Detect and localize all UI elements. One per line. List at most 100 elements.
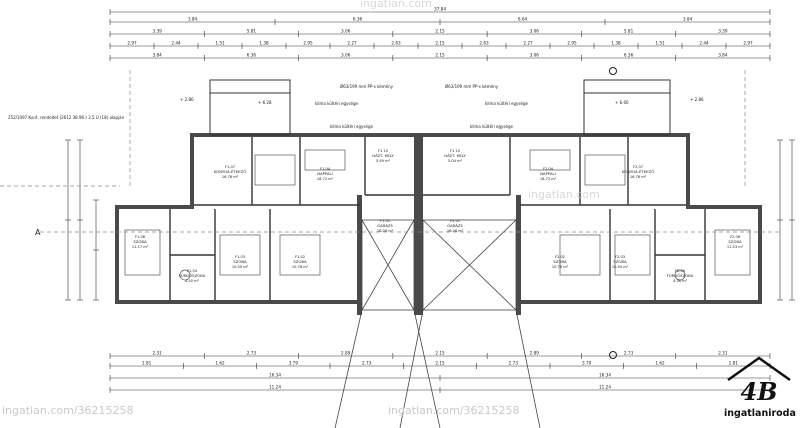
dim-bottom-row2-label: 2.73 — [509, 361, 519, 366]
dim-top-row4-label: 3.84 — [718, 53, 728, 58]
room-name: KONYHA-ÉTKEZŐ — [622, 169, 654, 174]
house-roof-icon — [727, 356, 791, 382]
room-id: F1.06 — [135, 235, 146, 239]
garage-right-wall — [516, 195, 521, 315]
dim-top-row3-label: 2.27 — [523, 41, 533, 46]
room-area: 4.38 m² — [673, 279, 688, 283]
dim-top-row3-label: 2.44 — [699, 41, 709, 46]
brand-logo: 4B — [727, 356, 791, 406]
room-name: HÁZT. HELY — [444, 153, 466, 158]
dim-bottom-row2-label: 1.81 — [729, 361, 739, 366]
dim-bottom-row1-label: 2.15 — [435, 351, 445, 356]
dim-bottom-row3-label: 16.34 — [599, 373, 611, 378]
dim-top-row4-label: 3.84 — [152, 53, 162, 58]
dim-top-row3-label: 2.63 — [391, 41, 401, 46]
dim-top-row3-label: 2.97 — [127, 41, 137, 46]
dim-top-row4-label: 6.36 — [247, 53, 257, 58]
klima-note-right-b: klíma kültéri egysége — [470, 124, 514, 129]
room-area: 18.72 m² — [317, 177, 334, 181]
dim-top-row3-label: 2.97 — [743, 41, 753, 46]
dim-bottom-row2-label: 3.79 — [289, 361, 299, 366]
dim-top-row3-label: 1.51 — [215, 41, 225, 46]
room-area: 11.17 m² — [132, 245, 149, 249]
room-name: SZOBA — [728, 239, 742, 244]
dim-bottom-row1-label: 2.31 — [718, 351, 728, 356]
dim-bottom-row2-label: 2.73 — [362, 361, 372, 366]
watermark-faint-top: ingatlan.com — [360, 0, 432, 10]
level-top-right: + 6.60 — [615, 100, 629, 105]
room-name: HÁZT. HELY — [372, 153, 394, 158]
room-name: SZOBA — [133, 239, 147, 244]
section-marker-top — [609, 67, 617, 75]
level-left: + 2.86 — [180, 97, 194, 102]
room-area: 11.53 m² — [727, 245, 744, 249]
room-name: KONYHA-ÉTKEZŐ — [214, 169, 246, 174]
logo-mark: 4B — [741, 377, 778, 406]
room-name: SZOBA — [613, 259, 627, 264]
room-id: F2.07 — [633, 165, 643, 169]
dim-top-row3-label: 1.38 — [611, 41, 621, 46]
room-id: F1.03 — [235, 255, 245, 259]
dim-top-row3-label: 2.27 — [347, 41, 357, 46]
dim-top-row1-label: 6.64 — [518, 17, 528, 22]
dim-bottom-row1-label: 2.73 — [247, 351, 257, 356]
room-area: 18.72 m² — [540, 177, 557, 181]
dim-top-row2-label: 3.39 — [152, 29, 162, 34]
klima-note-right-a: klíma kültéri egysége — [485, 101, 529, 106]
level-top-left: + 6.28 — [258, 100, 272, 105]
section-markers: A — [35, 67, 617, 359]
dim-bottom-row4-label: 11.24 — [269, 385, 281, 390]
dim-top-row1-label: 3.84 — [188, 17, 198, 22]
section-marker-bottom — [609, 351, 617, 359]
room-name: GARÁZS — [377, 223, 393, 228]
dim-bottom-row4-label: 11.24 — [599, 385, 611, 390]
dim-bottom-row3-label: 16.34 — [269, 373, 281, 378]
dim-bottom-row1-label: 2.31 — [152, 351, 162, 356]
room-name: SZOBA — [293, 259, 307, 264]
dim-top-row3-label: 2.95 — [567, 41, 577, 46]
upper-wall-right — [686, 133, 690, 205]
room-area: 16.78 m² — [630, 175, 647, 179]
watermark-faint-plan: ingatlan.com — [528, 188, 600, 201]
room-name: SZOBA — [233, 259, 247, 264]
upper-wall-left — [190, 133, 690, 205]
dim-top-row3-label: 2.15 — [435, 41, 445, 46]
room-area: 16.08 m² — [447, 229, 464, 233]
room-id: F2.01 — [450, 219, 460, 223]
room-id: F1.04 — [320, 167, 331, 171]
dim-bottom-row2-label: 3.79 — [582, 361, 592, 366]
klima-note-left-b: klíma kültéri egysége — [330, 124, 374, 129]
room-area: 5.04 m² — [448, 159, 463, 163]
dim-top-row2-label: 3.39 — [718, 29, 728, 34]
side-dimension-lines — [65, 139, 795, 301]
dim-bottom-row1-label: 2.89 — [341, 351, 351, 356]
room-area: 10.50 m² — [232, 265, 249, 269]
room-id: F2.06 — [730, 235, 741, 239]
dim-top-row3-label: 2.63 — [479, 41, 489, 46]
dim-top-row1-label: 3.84 — [683, 17, 693, 22]
klima-note-left-a: klíma kültéri egysége — [315, 101, 359, 106]
dim-top-row2-label: 5.81 — [624, 29, 634, 34]
room-name: NAPPALI — [540, 171, 556, 176]
dim-top-row4-label: 6.36 — [624, 53, 634, 58]
room-area: 16.08 m² — [377, 229, 394, 233]
logo-name: ingatlaniroda — [724, 408, 796, 419]
dim-top-row2-label: 2.15 — [435, 29, 445, 34]
dim-bottom-row2-label: 1.81 — [142, 361, 152, 366]
room-name: FÜRDŐSZOBA — [179, 273, 206, 278]
pipe-note-right: Ø63/199 mm PP-s kémény — [445, 84, 499, 89]
dim-top-row3-label: 1.38 — [259, 41, 269, 46]
